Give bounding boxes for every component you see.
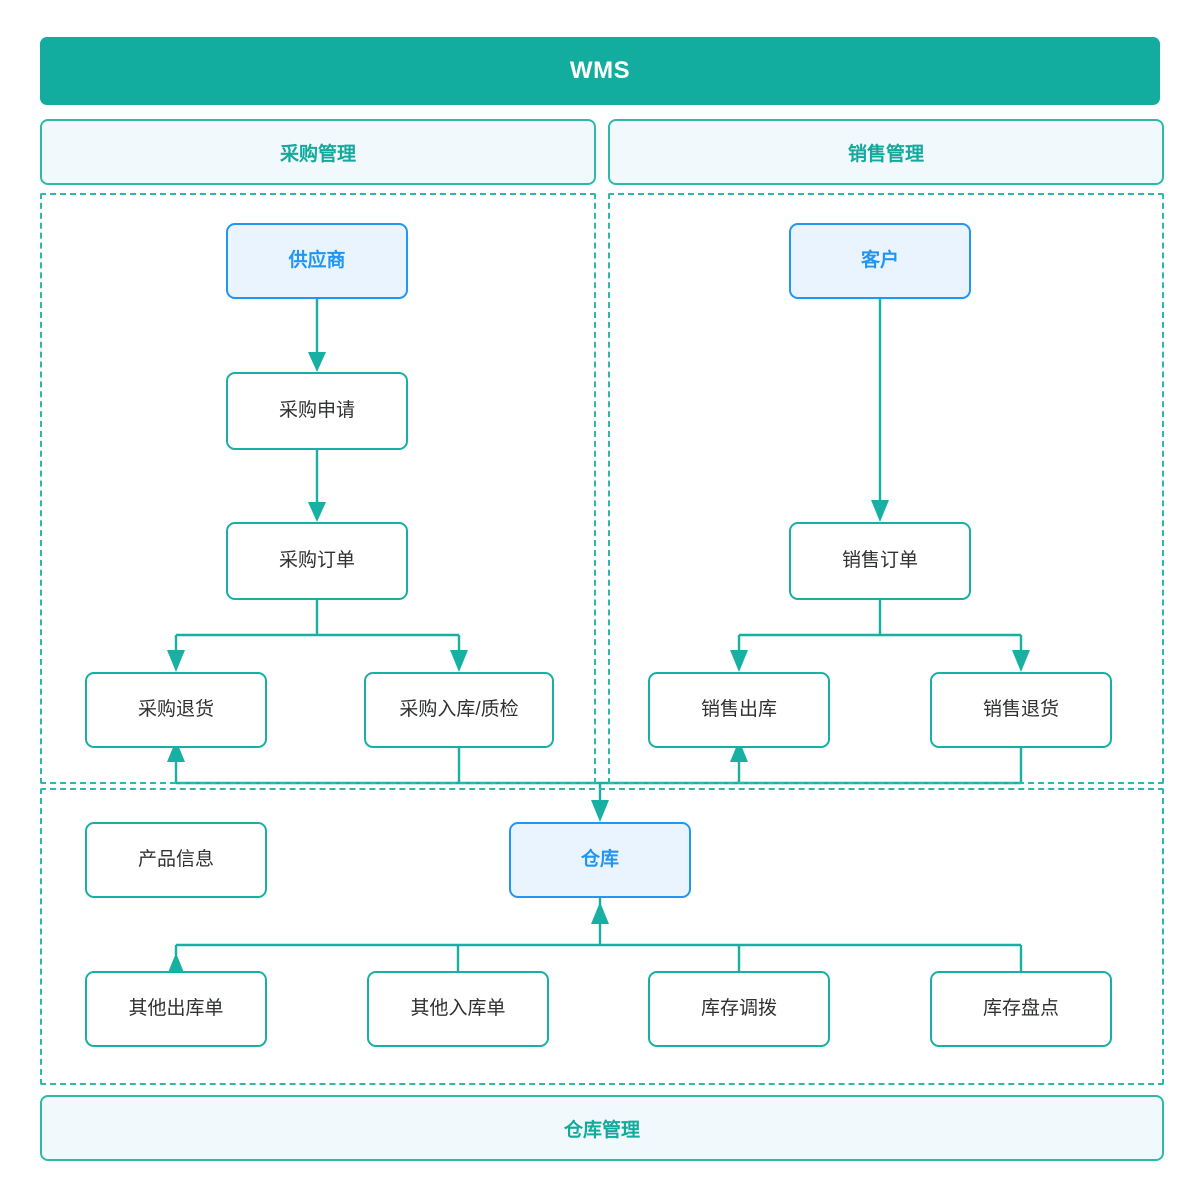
- node-sales-outbound-label: 销售出库: [700, 699, 777, 721]
- node-stock-transfer-label: 库存调拨: [700, 998, 777, 1020]
- node-other-inbound[interactable]: 其他入库单: [367, 971, 549, 1047]
- section-header-warehouse-label: 仓库管理: [563, 1119, 640, 1141]
- node-customer-label: 客户: [860, 250, 899, 272]
- section-header-purchase-label: 采购管理: [279, 143, 356, 165]
- node-warehouse-label: 仓库: [580, 849, 619, 871]
- node-purchase-order[interactable]: 采购订单: [226, 522, 408, 600]
- node-other-outbound-label: 其他出库单: [128, 998, 224, 1020]
- sales-group-container: [608, 193, 1164, 784]
- node-sales-return-label: 销售退货: [982, 699, 1059, 721]
- node-stock-transfer[interactable]: 库存调拨: [648, 971, 830, 1047]
- node-purchase-return[interactable]: 采购退货: [85, 672, 267, 748]
- node-product-info[interactable]: 产品信息: [85, 822, 267, 898]
- node-purchase-return-label: 采购退货: [137, 699, 214, 721]
- node-sales-order-label: 销售订单: [841, 550, 918, 572]
- node-sales-return[interactable]: 销售退货: [930, 672, 1112, 748]
- section-header-warehouse: 仓库管理: [40, 1095, 1164, 1161]
- node-sales-order[interactable]: 销售订单: [789, 522, 971, 600]
- node-purchase-inbound[interactable]: 采购入库/质检: [364, 672, 554, 748]
- node-purchase-request[interactable]: 采购申请: [226, 372, 408, 450]
- node-other-outbound[interactable]: 其他出库单: [85, 971, 267, 1047]
- node-warehouse[interactable]: 仓库: [509, 822, 691, 898]
- node-supplier-label: 供应商: [288, 250, 346, 272]
- node-stock-count-label: 库存盘点: [982, 998, 1059, 1020]
- warehouse-group-container: [40, 788, 1164, 1085]
- node-customer[interactable]: 客户: [789, 223, 971, 299]
- system-banner: WMS: [40, 37, 1160, 105]
- node-purchase-inbound-label: 采购入库/质检: [399, 699, 519, 721]
- section-header-purchase: 采购管理: [40, 119, 596, 185]
- node-sales-outbound[interactable]: 销售出库: [648, 672, 830, 748]
- section-header-sales-label: 销售管理: [847, 143, 924, 165]
- node-other-inbound-label: 其他入库单: [410, 998, 506, 1020]
- purchase-group-container: [40, 193, 596, 784]
- system-title: WMS: [569, 57, 631, 84]
- node-purchase-request-label: 采购申请: [278, 400, 355, 422]
- node-supplier[interactable]: 供应商: [226, 223, 408, 299]
- node-product-info-label: 产品信息: [137, 849, 214, 871]
- node-purchase-order-label: 采购订单: [278, 550, 355, 572]
- section-header-sales: 销售管理: [608, 119, 1164, 185]
- node-stock-count[interactable]: 库存盘点: [930, 971, 1112, 1047]
